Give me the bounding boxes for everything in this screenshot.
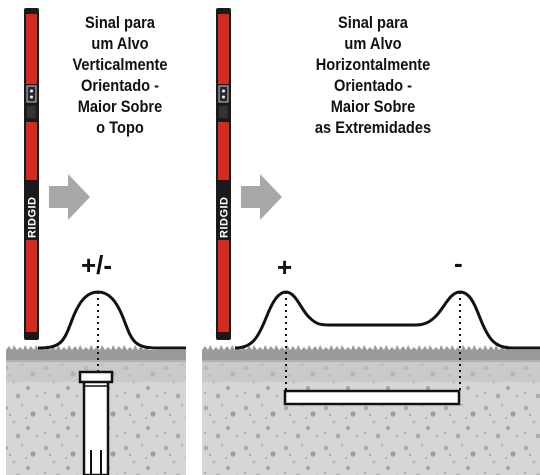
caption-horizontal-target: Sinal para um Alvo Horizontalmente Orien… xyxy=(296,12,451,138)
caption-line: Sinal para xyxy=(338,13,408,32)
caption-line: Horizontalmente xyxy=(315,55,431,74)
brand-logo: RIDGID xyxy=(27,197,39,239)
caption-line: as Extremidades xyxy=(314,118,432,137)
caption-line: Maior Sobre xyxy=(77,97,163,116)
grass-left xyxy=(6,345,186,362)
caption-vertical-target: Sinal para um Alvo Verticalmente Orienta… xyxy=(51,12,189,138)
caption-line: um Alvo xyxy=(344,34,402,53)
sign-plus: + xyxy=(277,252,293,282)
vertical-pipe-target xyxy=(78,370,114,475)
caption-line: um Alvo xyxy=(91,34,149,53)
locator-wand-right: RIDGID xyxy=(216,8,231,340)
sign-minus: - xyxy=(454,248,463,278)
locator-wand-left: RIDGID xyxy=(24,8,39,340)
brand-logo: RIDGID xyxy=(219,197,231,239)
caption-line: Orientado - xyxy=(81,76,159,95)
arrow-right-icon xyxy=(49,174,90,220)
caption-line: Verticalmente xyxy=(72,55,168,74)
grass-right xyxy=(202,345,540,362)
signal-curve-vertical xyxy=(37,290,186,350)
arrow-right-icon xyxy=(241,174,282,220)
horizontal-bar-target xyxy=(283,389,461,406)
sign-plus-minus: +/- xyxy=(81,250,113,280)
caption-line: Orientado - xyxy=(334,76,412,95)
caption-line: Maior Sobre xyxy=(330,97,416,116)
signal-curve-horizontal xyxy=(234,290,540,350)
caption-line: Sinal para xyxy=(85,13,155,32)
caption-line: o Topo xyxy=(96,118,144,137)
